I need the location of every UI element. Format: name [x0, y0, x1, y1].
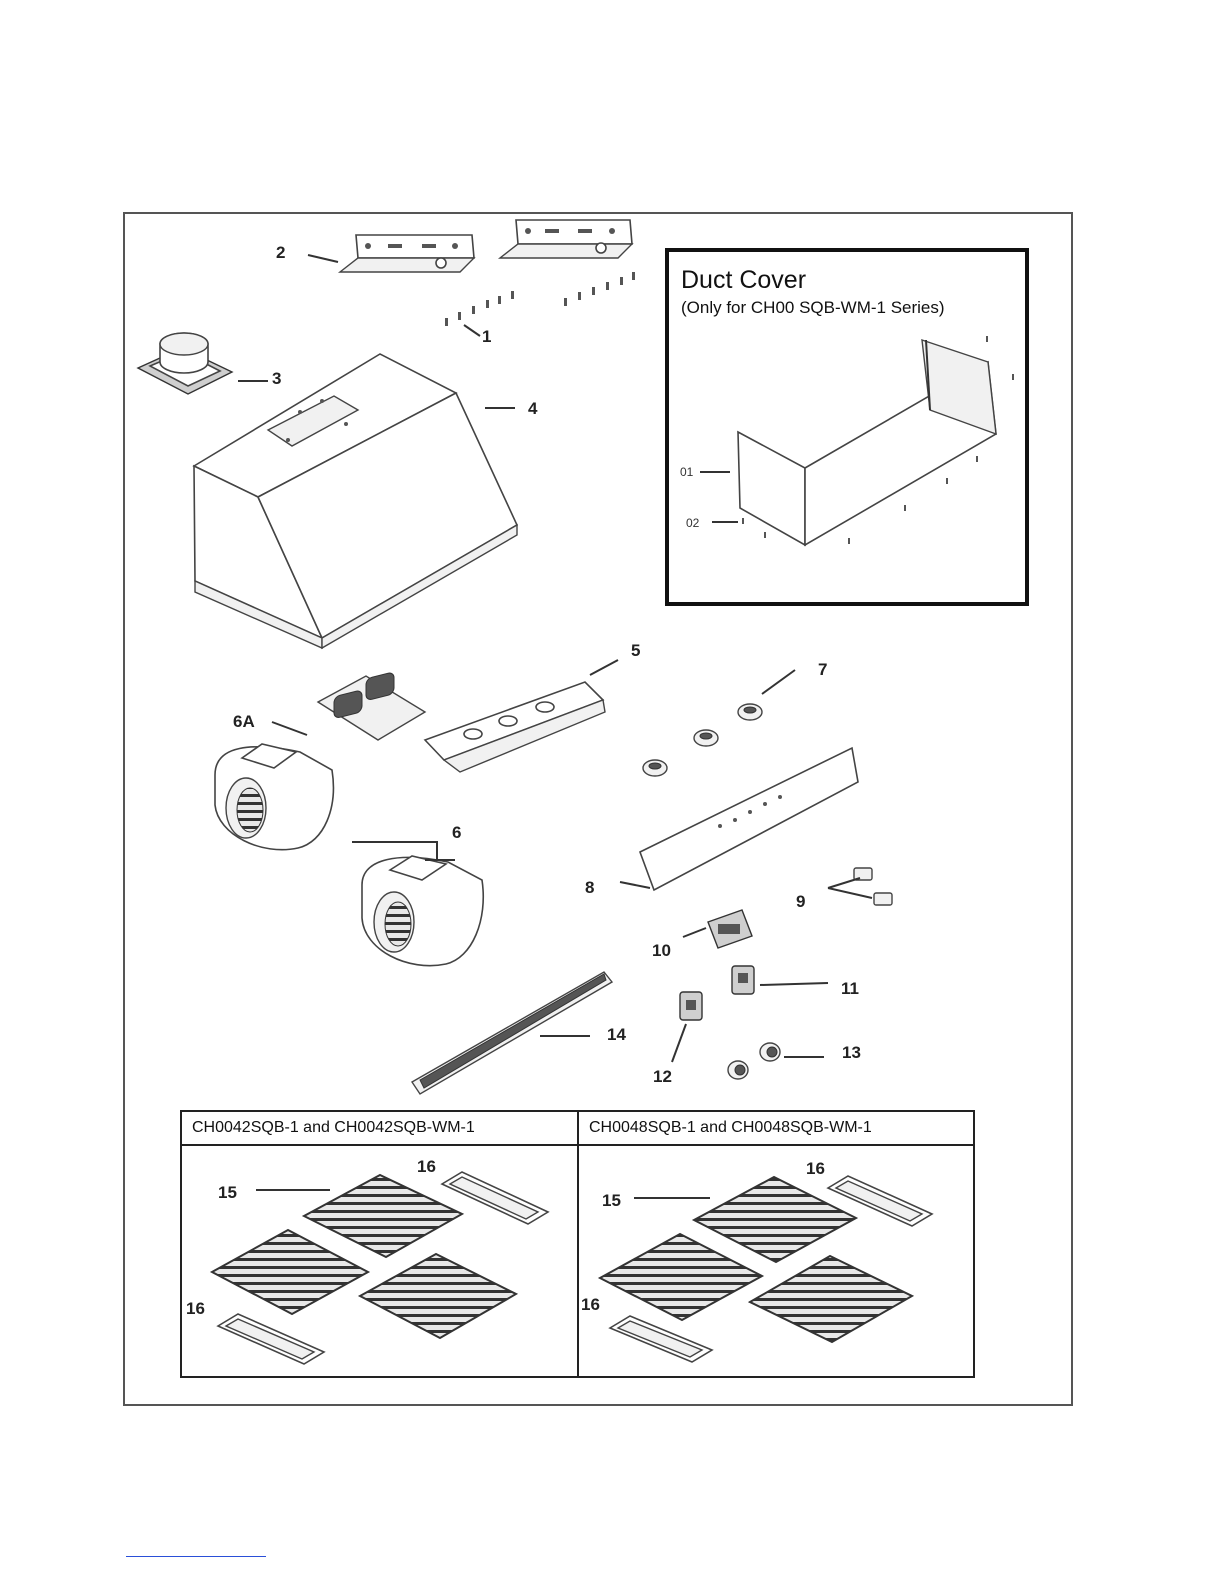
blower-motor-lower	[362, 856, 483, 966]
blower-mounting-plate	[318, 672, 425, 740]
baffle-panel	[425, 682, 605, 772]
callout-11: 11	[841, 979, 859, 998]
callout-5: 5	[631, 641, 640, 660]
filter-cell-42: CH0042SQB-1 and CH0042SQB-WM-1	[182, 1112, 579, 1376]
control-panel	[640, 748, 858, 890]
switch-11	[732, 966, 754, 994]
callout-10: 10	[652, 941, 671, 960]
callout-2: 2	[276, 243, 285, 262]
callout-1: 1	[482, 327, 491, 346]
sensor-modules	[854, 868, 892, 905]
mounting-bracket-left	[340, 235, 474, 272]
blower-motor-upper	[215, 744, 333, 850]
switch-12	[680, 992, 702, 1020]
callout-8: 8	[585, 878, 594, 897]
callout-6: 6	[452, 823, 461, 842]
filter-cell-48: CH0048SQB-1 and CH0048SQB-WM-1	[579, 1112, 973, 1376]
filter-heading-48: CH0048SQB-1 and CH0048SQB-WM-1	[579, 1112, 973, 1146]
duct-collar	[138, 333, 232, 394]
light-fixtures	[643, 704, 762, 776]
filter-heading-42: CH0042SQB-1 and CH0042SQB-WM-1	[182, 1112, 577, 1146]
screws-set	[445, 272, 635, 326]
callout-13: 13	[842, 1043, 861, 1062]
light-rail	[412, 972, 612, 1094]
callout-7: 7	[818, 660, 827, 679]
callout-12: 12	[653, 1067, 672, 1086]
filter-table: CH0042SQB-1 and CH0042SQB-WM-1 CH0048SQB…	[180, 1110, 975, 1378]
footer-link-underline[interactable]	[126, 1556, 266, 1557]
duct-cover-inset: Duct Cover (Only for CH00 SQB-WM-1 Serie…	[665, 248, 1029, 606]
hood-body	[194, 354, 517, 648]
callout-3: 3	[272, 369, 281, 388]
knobs	[728, 1043, 780, 1079]
control-module	[708, 910, 752, 948]
duct-cover-subtitle: (Only for CH00 SQB-WM-1 Series)	[681, 298, 945, 318]
duct-cover-title: Duct Cover	[681, 266, 806, 295]
callout-14: 14	[607, 1025, 626, 1044]
mounting-bracket-right	[500, 220, 632, 258]
callout-9: 9	[796, 892, 805, 911]
callout-4: 4	[528, 399, 538, 418]
callout-6a: 6A	[233, 712, 255, 731]
